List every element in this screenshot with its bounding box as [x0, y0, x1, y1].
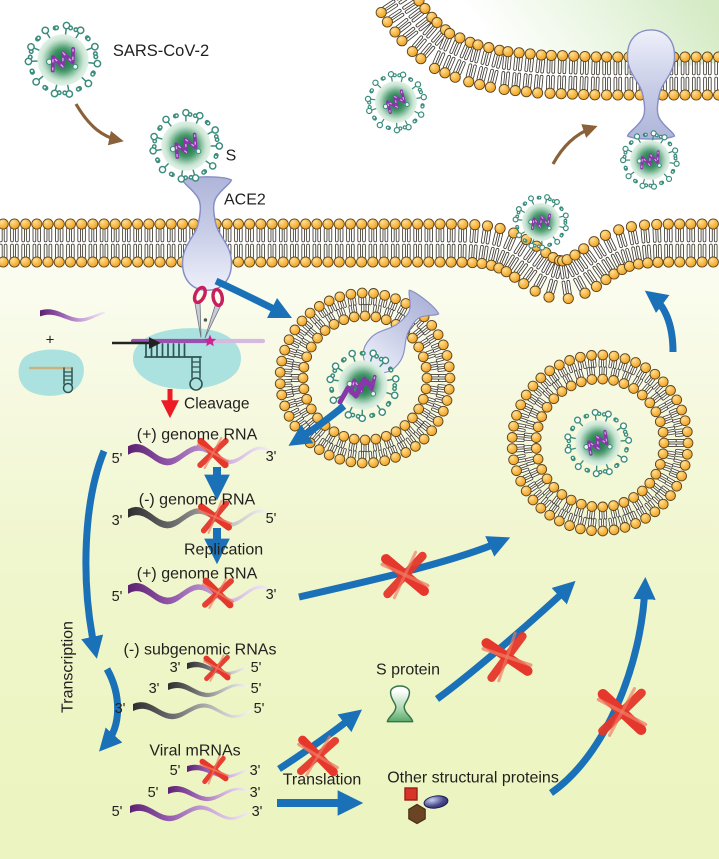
three-prime-label: 3' — [266, 449, 277, 465]
plus-genome-rna-label-2: (+) genome RNA — [137, 566, 258, 583]
minus-genome-rna-label: (-) genome RNA — [139, 492, 256, 509]
released-genome-rna — [337, 377, 375, 405]
subgenomic-rna-1 — [187, 661, 247, 676]
plus-genome-rna-label-1: (+) genome RNA — [137, 427, 258, 444]
blocked-x-mark — [197, 499, 233, 535]
s-protein-label: S protein — [376, 662, 440, 679]
viral-mrna-2 — [168, 786, 248, 802]
diagram-artwork — [0, 0, 719, 825]
free-rna-strand — [40, 309, 105, 322]
s-protein-shape — [386, 685, 414, 723]
vesicle-membrane — [506, 349, 694, 537]
blocked-x-mark — [481, 631, 533, 683]
other-structural-proteins-label: Other structural proteins — [387, 770, 559, 787]
five-prime-label: 5' — [254, 701, 265, 717]
three-prime-label: 3' — [149, 681, 160, 697]
cut-site-star-icon — [203, 334, 217, 347]
ace2-receptor — [362, 289, 440, 374]
ace2-receptor — [626, 29, 676, 140]
five-prime-label: 5' — [112, 804, 123, 820]
blocked-x-mark — [199, 755, 229, 785]
exocytic-vesicle — [506, 349, 694, 537]
viral-mrnas-label: Viral mRNAs — [149, 743, 240, 760]
blocked-x-mark — [201, 577, 235, 609]
spike-label: S — [226, 148, 237, 165]
other-structural-proteins-icons — [404, 787, 449, 825]
five-prime-label: 5' — [251, 660, 262, 676]
scissors-icon — [192, 285, 225, 339]
plus-genome-rna-strand-1 — [128, 443, 269, 466]
viral-mrna-3 — [130, 804, 250, 822]
replication-label: Replication — [184, 542, 263, 559]
sars-cov2-virion — [512, 194, 569, 251]
blocked-x-mark — [380, 550, 430, 600]
blocked-x-marks — [196, 436, 648, 785]
five-prime-label: 5' — [112, 589, 123, 605]
sars-cov2-virion — [149, 108, 224, 183]
plus-genome-rna-strand-2 — [128, 582, 269, 605]
three-prime-label: 3' — [250, 785, 261, 801]
blocked-x-mark — [296, 735, 340, 777]
three-prime-label: 3' — [266, 587, 277, 603]
cell-interior — [0, 243, 719, 859]
blocked-x-mark — [596, 687, 648, 737]
five-prime-label: 5' — [148, 785, 159, 801]
translation-label: Translation — [283, 772, 362, 789]
translated-proteins — [386, 685, 449, 825]
ace2-label: ACE2 — [224, 192, 266, 209]
subgenomic-rnas-label: (-) subgenomic RNAs — [124, 642, 277, 659]
virus-name-label: SARS-CoV-2 — [113, 42, 209, 60]
three-prime-label: 3' — [112, 513, 123, 529]
sars-cov2-virion — [620, 130, 680, 190]
five-prime-label: 5' — [266, 511, 277, 527]
sars-cov2-virion — [564, 408, 633, 478]
subgenomic-rna-2 — [168, 682, 248, 698]
sars-cov2-virion — [24, 21, 102, 98]
rna-strands — [40, 309, 269, 822]
blocked-x-mark — [203, 654, 231, 682]
sars-cov2-virion — [364, 71, 427, 134]
three-prime-label: 3' — [250, 763, 261, 779]
endosome-vesicle — [274, 287, 456, 469]
plus-sign-label: + — [46, 332, 55, 349]
five-prime-label: 5' — [251, 681, 262, 697]
minus-genome-rna-strand — [128, 506, 269, 529]
subgenomic-rna-3 — [133, 702, 251, 720]
five-prime-label: 5' — [170, 763, 181, 779]
five-prime-label: 5' — [112, 451, 123, 467]
three-prime-label: 3' — [115, 701, 126, 717]
cleavage-label: Cleavage — [184, 396, 250, 413]
diagram-labels: SARS-CoV-2 S ACE2 + Cleavage (+) genome … — [46, 42, 559, 820]
transcription-label: Transcription — [60, 621, 77, 713]
three-prime-label: 3' — [252, 804, 263, 820]
three-prime-label: 3' — [170, 660, 181, 676]
blocked-x-mark — [196, 436, 230, 470]
viral-mrna-1 — [187, 764, 247, 779]
